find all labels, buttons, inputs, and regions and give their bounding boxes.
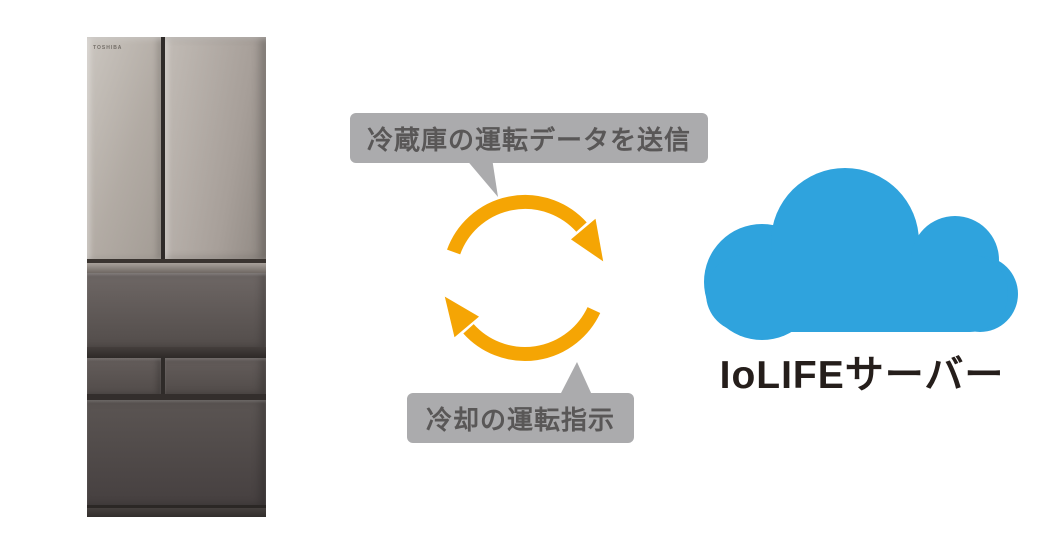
fridge-drawer-gap-2 xyxy=(87,394,266,400)
fridge-half-drawer-left xyxy=(87,358,161,394)
fridge-upper-drawer xyxy=(87,273,266,347)
fridge-half-drawer-right xyxy=(165,358,266,394)
fridge-kickplate xyxy=(87,508,266,517)
download-bubble-tail xyxy=(560,362,592,395)
fridge-half-drawer-gap xyxy=(161,358,165,394)
upload-bubble-tail xyxy=(465,158,498,197)
fridge-brand-logo: TOSHIBA xyxy=(93,45,123,51)
fridge-door-gap xyxy=(161,37,165,259)
fridge-right-door xyxy=(165,37,266,259)
cooling-instruction-label: 冷却の運転指示 xyxy=(407,393,634,443)
sync-arrows-icon xyxy=(444,194,604,361)
fridge-section-divider xyxy=(87,259,266,263)
server-label: IoLIFEサーバー xyxy=(719,354,1005,397)
fridge-left-door: TOSHIBA xyxy=(87,37,161,259)
fridge-drawer-rail xyxy=(87,263,266,273)
refrigerator-image: TOSHIBA xyxy=(87,37,266,517)
cloud-icon xyxy=(704,168,1018,340)
fridge-drawer-gap-1 xyxy=(87,347,266,358)
upload-data-label: 冷蔵庫の運転データを送信 xyxy=(350,113,708,163)
fridge-drawer-gap-3 xyxy=(87,505,266,508)
fridge-bottom-drawer xyxy=(87,400,266,505)
